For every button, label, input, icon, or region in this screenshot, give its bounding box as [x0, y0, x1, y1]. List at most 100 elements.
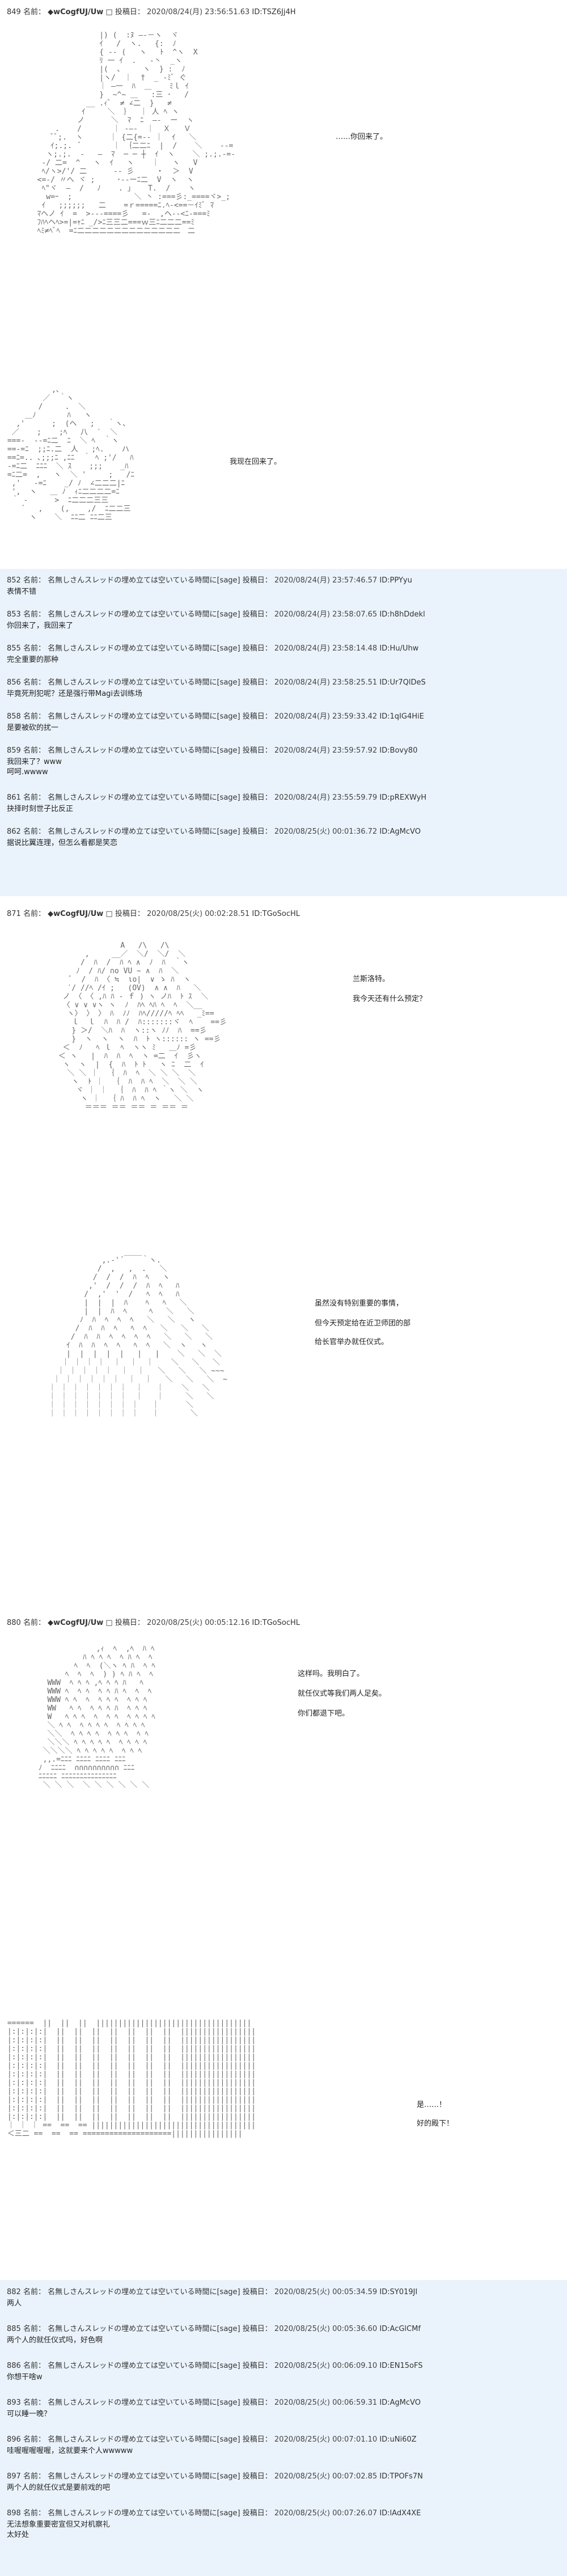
- post-date: 2020/08/25(火) 00:02:28.51: [147, 910, 250, 918]
- poster-name: 名無しさんスレッドの埋め立ては空いている時間に[sage]: [48, 2398, 240, 2407]
- poster-name: 名無しさんスレッドの埋め立ては空いている時間に[sage]: [48, 576, 240, 585]
- name-label: 名前：: [23, 2362, 45, 2370]
- post-number: 882: [7, 2288, 21, 2296]
- post-header-897: 897 名前： 名無しさんスレッドの埋め立ては空いている時間に[sage] 投稿…: [7, 2470, 423, 2481]
- post-number: 853: [7, 610, 21, 619]
- dialogue-line: 我现在回来了。: [230, 458, 282, 466]
- dialogue-line: 给长官举办就任仪式。: [315, 1338, 389, 1346]
- date-label: 投稿日：: [242, 2325, 272, 2333]
- reply-block: [0, 2280, 567, 2576]
- post-number: 897: [7, 2472, 21, 2481]
- post-header-886: 886 名前： 名無しさんスレッドの埋め立ては空いている時間に[sage] 投稿…: [7, 2359, 422, 2370]
- date-label: 投稿日：: [242, 746, 272, 755]
- post-body: 我回来了？www: [7, 758, 62, 766]
- poster-id[interactable]: ID:1qIG4HiE: [379, 712, 424, 721]
- name-label: 名前：: [23, 793, 45, 802]
- poster-name: 名無しさんスレッドの埋め立ては空いている時間に[sage]: [48, 644, 240, 653]
- post-header-853: 853 名前： 名無しさんスレッドの埋め立ては空いている時間に[sage] 投稿…: [7, 608, 425, 619]
- date-label: 投稿日：: [242, 712, 272, 721]
- post-number: 886: [7, 2362, 21, 2370]
- ascii-art: ,､ ／ ｀ヽ / . ＼ ＿ﾉ ﾊ ヽ ,' ; (ヘ ; ｀ヽ、 ／ ; ;…: [7, 386, 135, 522]
- poster-id[interactable]: ID:Hu/Uhw: [379, 644, 419, 653]
- date-label: 投稿日：: [242, 678, 272, 687]
- post-number: 855: [7, 644, 21, 653]
- name-label: 名前：: [23, 2435, 45, 2444]
- poster-id[interactable]: ID:AgMcVO: [379, 2398, 421, 2407]
- poster-id[interactable]: ID:SY019JI: [379, 2288, 418, 2296]
- poster-id[interactable]: ID:uNi60Z: [379, 2435, 417, 2444]
- name-label: 名前：: [23, 746, 45, 755]
- dialogue-line: 这样吗。我明白了。: [298, 1670, 365, 1678]
- post-header: 871 名前： ◆wCogfUJ/Uw □ 投稿日： 2020/08/25(火)…: [7, 907, 300, 918]
- post-header-859: 859 名前： 名無しさんスレッドの埋め立ては空いている時間に[sage] 投稿…: [7, 744, 417, 755]
- date-label: 投稿日：: [242, 644, 272, 653]
- name-label: 名前：: [23, 2472, 45, 2481]
- dialogue-line: 是……！: [417, 2101, 447, 2109]
- poster-name: 名無しさんスレッドの埋め立ては空いている時間に[sage]: [48, 746, 240, 755]
- post-date: 2020/08/24(月) 23:59:57.92: [274, 746, 378, 755]
- post-body: 毕竟死刑犯呢？还是强行带Magi去训练场: [7, 690, 143, 698]
- post-849: 849 名前： ◆wCogfUJ/Uw □ 投稿日： 2020/08/24(月)…: [0, 0, 567, 567]
- post-number: 880: [7, 1619, 21, 1627]
- poster-id[interactable]: ID:pREXWyH: [379, 793, 427, 802]
- poster-id[interactable]: ID:PPYyu: [379, 576, 412, 585]
- name-label: 名前：: [23, 644, 45, 653]
- poster-id[interactable]: ID:EN15oFS: [379, 2362, 423, 2370]
- dialogue-line: 虽然没有特别重要的事情，: [315, 1299, 404, 1308]
- poster-name: 名無しさんスレッドの埋め立ては空いている時間に[sage]: [48, 2435, 240, 2444]
- post-date: 2020/08/25(火) 00:06:59.31: [274, 2398, 378, 2407]
- dialogue-line: 但今天预定给在近卫师团的部: [315, 1319, 411, 1328]
- poster-id[interactable]: ID:TGoSocHL: [252, 1619, 300, 1627]
- post-date: 2020/08/25(火) 00:07:01.10: [274, 2435, 378, 2444]
- post-date: 2020/08/25(火) 00:07:02.85: [274, 2472, 378, 2481]
- poster-name[interactable]: ◆wCogfUJ/Uw: [48, 8, 104, 16]
- post-header: 849 名前： ◆wCogfUJ/Uw □ 投稿日： 2020/08/24(月)…: [7, 6, 296, 16]
- poster-name[interactable]: ◆wCogfUJ/Uw: [48, 910, 104, 918]
- poster-id[interactable]: ID:TGoSocHL: [252, 910, 300, 918]
- post-date: 2020/08/24(月) 23:55:59.79: [274, 793, 378, 802]
- flag-icon: □: [105, 910, 113, 918]
- post-date: 2020/08/24(月) 23:59:33.42: [274, 712, 378, 721]
- date-label: 投稿日：: [115, 910, 145, 918]
- flag-icon: □: [105, 8, 113, 16]
- post-number: 896: [7, 2435, 21, 2444]
- post-header-893: 893 名前： 名無しさんスレッドの埋め立ては空いている時間に[sage] 投稿…: [7, 2396, 421, 2407]
- poster-name: 名無しさんスレッドの埋め立ては空いている時間に[sage]: [48, 678, 240, 687]
- post-date: 2020/08/25(火) 00:05:36.60: [274, 2325, 378, 2333]
- poster-name: 名無しさんスレッドの埋め立ては空いている時間に[sage]: [48, 2509, 240, 2518]
- dialogue-line: 好的殿下！: [417, 2119, 454, 2128]
- ascii-art: ====== || || || ||||||||||||||||||||||||…: [7, 2019, 256, 2138]
- poster-id[interactable]: ID:Ur7QlDeS: [379, 678, 426, 687]
- post-number: 859: [7, 746, 21, 755]
- name-label: 名前：: [23, 1619, 45, 1627]
- post-date: 2020/08/25(火) 00:07:26.07: [274, 2509, 378, 2518]
- poster-id[interactable]: ID:AcGlCMf: [379, 2325, 421, 2333]
- post-header-862: 862 名前： 名無しさんスレッドの埋め立ては空いている時間に[sage] 投稿…: [7, 825, 421, 836]
- post-body: 两个人的就任仪式是要前戏的吧: [7, 2484, 111, 2492]
- post-header-852: 852 名前： 名無しさんスレッドの埋め立ては空いている時間に[sage] 投稿…: [7, 574, 412, 585]
- poster-id[interactable]: ID:TPOFs7N: [379, 2472, 423, 2481]
- date-label: 投稿日：: [242, 576, 272, 585]
- dialogue-line: 就任仪式等我们两人足矣。: [298, 1690, 387, 1698]
- post-header-885: 885 名前： 名無しさんスレッドの埋め立ては空いている時間に[sage] 投稿…: [7, 2322, 421, 2333]
- post-header: 880 名前： ◆wCogfUJ/Uw □ 投稿日： 2020/08/25(火)…: [7, 1616, 300, 1627]
- date-label: 投稿日：: [242, 2398, 272, 2407]
- dialogue-line: 兰斯洛特。: [353, 975, 390, 983]
- poster-id[interactable]: ID:AgMcVO: [379, 827, 421, 836]
- poster-id[interactable]: ID:Bovy80: [379, 746, 418, 755]
- post-body: 据说比翼连理，但怎么看都是笑恋: [7, 839, 118, 847]
- post-header-898: 898 名前： 名無しさんスレッドの埋め立ては空いている時間に[sage] 投稿…: [7, 2507, 421, 2518]
- post-body: 两个人的就任仪式吗，好色啊: [7, 2336, 103, 2345]
- poster-name[interactable]: ◆wCogfUJ/Uw: [48, 1619, 104, 1627]
- name-label: 名前：: [23, 910, 45, 918]
- post-header-858: 858 名前： 名無しさんスレッドの埋め立ては空いている時間に[sage] 投稿…: [7, 710, 424, 721]
- date-label: 投稿日：: [242, 827, 272, 836]
- poster-id[interactable]: ID:TSZ6Jj4H: [252, 8, 296, 16]
- poster-name: 名無しさんスレッドの埋め立ては空いている時間に[sage]: [48, 793, 240, 802]
- post-number: 893: [7, 2398, 21, 2407]
- post-header-861: 861 名前： 名無しさんスレッドの埋め立ては空いている時間に[sage] 投稿…: [7, 791, 426, 802]
- poster-id[interactable]: ID:h8hDdekl: [379, 610, 425, 619]
- poster-id[interactable]: ID:lAdX4XE: [379, 2509, 421, 2518]
- post-body: 太好处: [7, 2531, 29, 2539]
- post-number: 898: [7, 2509, 21, 2518]
